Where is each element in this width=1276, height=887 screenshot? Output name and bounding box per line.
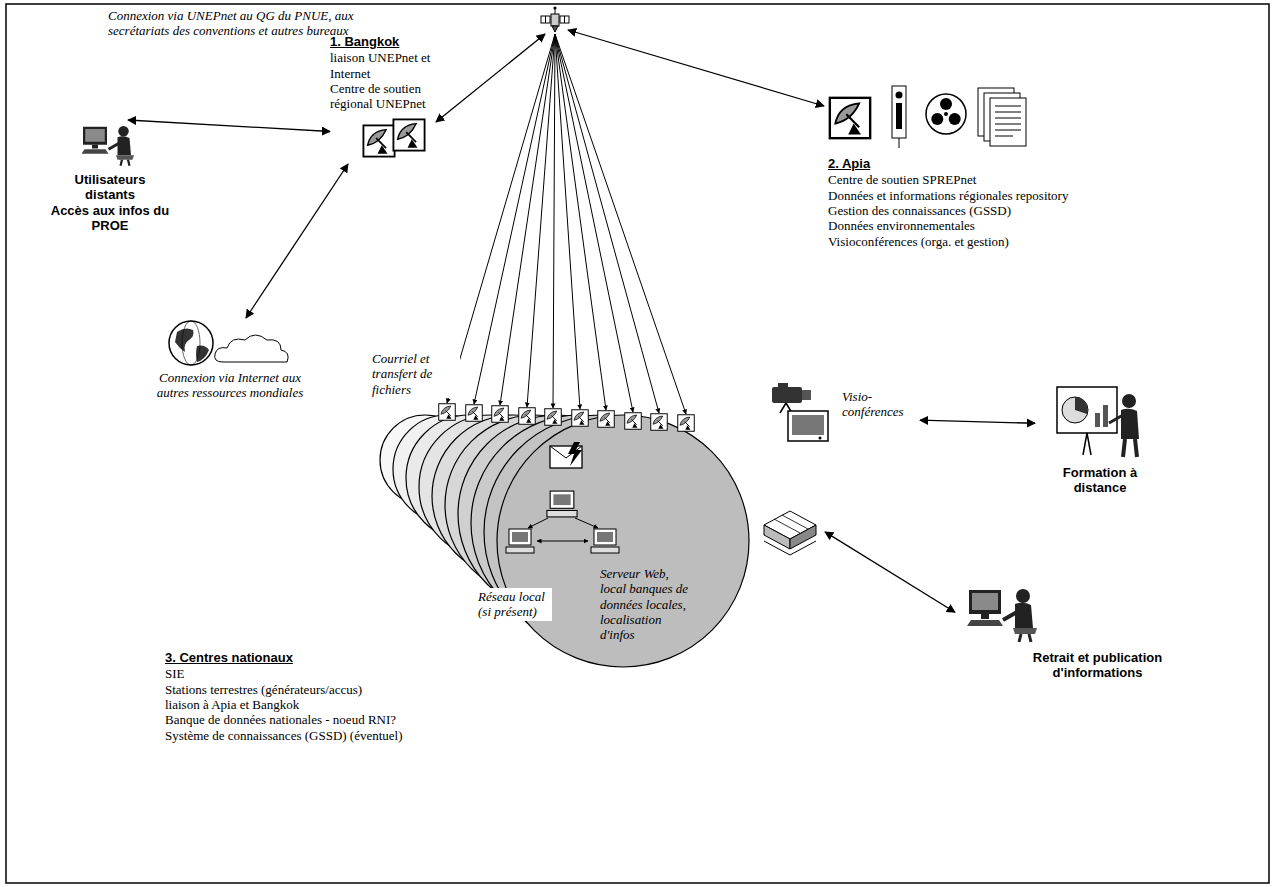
node-text: Accès aux infos du PROE [50, 203, 170, 234]
dish-icon [651, 414, 668, 431]
node-text: Gestion des connaissances (GSSD) [828, 203, 1098, 218]
node-icon-shape [363, 119, 424, 156]
node-icon-shape [764, 511, 816, 555]
dish-icon [572, 410, 589, 427]
dish-icon [625, 413, 642, 430]
text-block: Utilisateurs distantsAccès aux infos du … [50, 172, 170, 233]
service-box: Visio-conférences [770, 383, 920, 445]
satellite-link [555, 34, 606, 410]
node-icon [770, 383, 836, 443]
node-text: Visio-conférences [842, 389, 920, 420]
dish-icon [678, 415, 695, 432]
dish-icon [439, 404, 456, 421]
node-icon [360, 116, 430, 160]
node-icon [965, 582, 1045, 644]
node-icon [828, 82, 1028, 150]
network-arrow [537, 541, 588, 542]
note-text: Connexion via UNEPnet au QG du PNUE, aux… [108, 8, 413, 39]
dish-icon [466, 405, 483, 422]
computer-icon [547, 491, 577, 517]
station-heading: 2. Apia [828, 156, 1098, 171]
satellite-link [553, 34, 555, 408]
node-text: Visioconférences (orga. et gestion) [828, 234, 1098, 249]
connector [128, 120, 330, 132]
satellite-link [555, 34, 659, 413]
computer-icon [591, 529, 619, 553]
publishing-box: Retrait et publication d'informations [955, 582, 1175, 683]
node-text: Formation à distance [1035, 465, 1165, 496]
dish-icon [492, 406, 509, 423]
national-centre-disc [497, 415, 749, 667]
text-block: Connexion via Internet aux autres ressou… [155, 370, 305, 401]
node-icon-shape [967, 589, 1037, 642]
satellite-link [555, 34, 686, 414]
internet-link: Connexion via Internet aux autres ressou… [150, 318, 310, 403]
node-text: liaison à Apia et Bangkok [165, 697, 425, 712]
node-text: Courriel et transfert de fichiers [370, 350, 460, 398]
node-text: Banque de données nationales - noeud RNI… [165, 712, 425, 727]
service-label: Réseau local (si présent) [476, 588, 552, 623]
national-centre: 3. Centres nationauxSIEStations terrestr… [165, 650, 425, 745]
dish-icon [545, 409, 562, 426]
network-arrow [528, 518, 548, 528]
node-text: Connexion via Internet aux autres ressou… [155, 370, 305, 401]
node-icon-shape [82, 126, 135, 166]
hub-station: 1. Bangkokliaison UNEPnet et InternetCen… [330, 34, 450, 164]
node-text: Retrait et publication d'informations [1025, 650, 1170, 681]
satellite-link [568, 30, 824, 106]
node-icon [1055, 383, 1145, 459]
text-block: Retrait et publication d'informations [1025, 650, 1170, 681]
service-box: Serveur Web, local banques de données lo… [600, 500, 825, 645]
computer-icon [506, 529, 534, 553]
satellite-link [436, 34, 545, 122]
dish-icon [598, 411, 615, 428]
satellite-link [555, 34, 633, 412]
satellite-icon [541, 6, 569, 32]
remote-users: Utilisateurs distantsAccès aux infos du … [50, 120, 170, 236]
dish-icon [519, 408, 536, 425]
text-block: Visio-conférences [842, 389, 920, 420]
station-heading: 3. Centres nationaux [165, 650, 425, 665]
text-block: Courriel et transfert de fichiers [370, 350, 460, 398]
text-block: 3. Centres nationauxSIEStations terrestr… [165, 650, 425, 743]
node-text: Données et informations régionales repos… [828, 188, 1098, 203]
connector [825, 532, 955, 612]
service-label: Courriel et transfert de fichiers [370, 350, 460, 400]
node-icon-shape [830, 86, 1026, 148]
node-text: Données environnementales [828, 218, 1098, 233]
text-block: Serveur Web, local banques de données lo… [600, 566, 695, 643]
node-icon-shape [772, 383, 828, 441]
satellite-link [474, 34, 555, 404]
node-text: liaison UNEPnet et Internet [330, 50, 442, 81]
frame [6, 4, 1269, 883]
satellite-link [555, 34, 580, 409]
text-block: 1. Bangkokliaison UNEPnet et InternetCen… [330, 34, 442, 112]
text-block: Réseau local (si présent) [476, 588, 552, 621]
text-block: Formation à distance [1035, 465, 1165, 496]
node-icon [165, 318, 295, 368]
mail-icon [550, 442, 582, 468]
node-icon-shape [169, 321, 288, 365]
training-box: Formation à distance [1035, 383, 1165, 498]
satellite-link [500, 34, 555, 405]
connector [246, 164, 348, 318]
connector [920, 420, 1035, 423]
node-text: Centre de soutien SPREPnet [828, 172, 1098, 187]
hub-station: 2. ApiaCentre de soutien SPREPnetDonnées… [828, 82, 1098, 251]
satellite-link [447, 34, 555, 403]
node-icon-shape [1057, 387, 1139, 457]
node-text: SIE [165, 666, 425, 681]
node-text: Système de connaissances (GSSD) (éventue… [165, 728, 425, 743]
node-text: Serveur Web, local banques de données lo… [600, 566, 695, 643]
network-arrow [575, 518, 598, 528]
node-text: Centre de soutien régional UNEPnet [330, 81, 442, 112]
satellite-link [527, 34, 555, 407]
node-text: Utilisateurs distants [50, 172, 170, 203]
text-block: 2. ApiaCentre de soutien SPREPnetDonnées… [828, 156, 1098, 249]
node-text: Stations terrestres (générateurs/accus) [165, 682, 425, 697]
node-text: Réseau local (si présent) [476, 588, 552, 621]
node-icon [760, 505, 820, 560]
node-icon [80, 120, 140, 168]
